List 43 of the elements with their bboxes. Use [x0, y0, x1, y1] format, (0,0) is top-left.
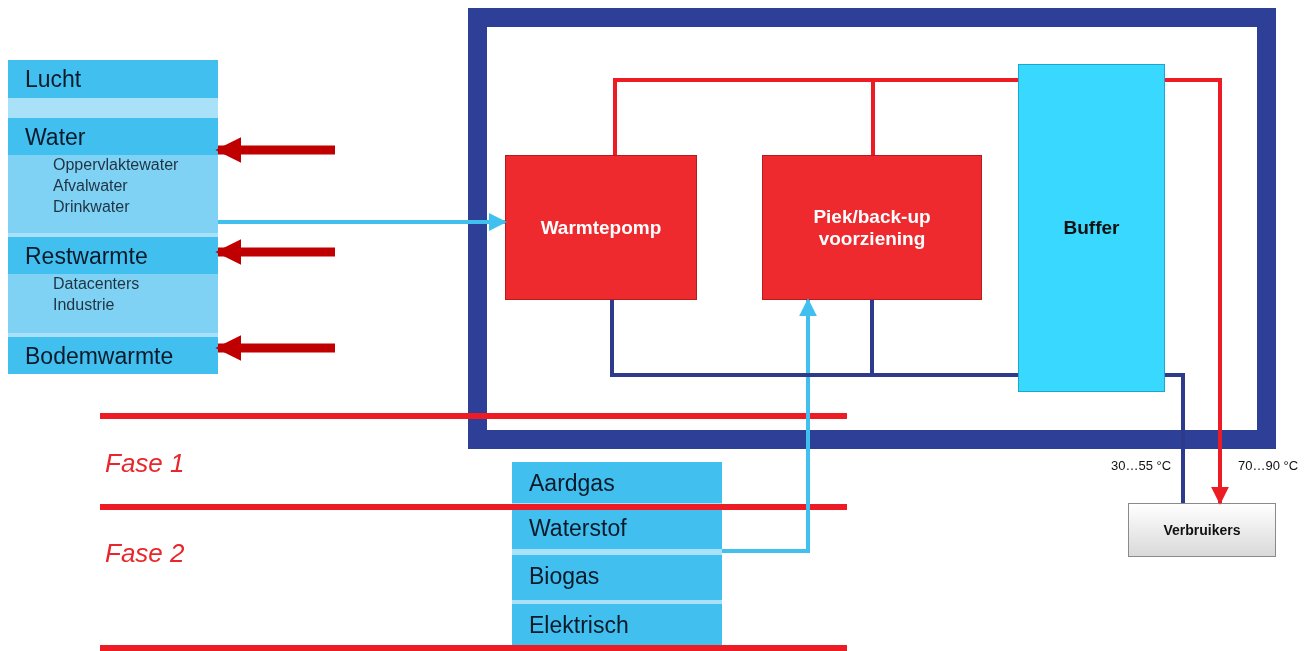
- band-title: Waterstof: [529, 515, 627, 542]
- pipe-line: [1165, 373, 1185, 503]
- fuel-band: [512, 555, 722, 600]
- band-title: Biogas: [529, 563, 600, 590]
- box-label: Buffer: [1062, 217, 1121, 239]
- band-title: Elektrisch: [529, 612, 629, 639]
- band-title: Restwarmte: [25, 243, 148, 270]
- phase-label: Fase 2: [105, 538, 185, 569]
- temperature-label: 30…55 °C: [1111, 458, 1172, 473]
- process-box: [505, 155, 697, 300]
- band-title: Bodemwarmte: [25, 343, 174, 370]
- band-title: Aardgas: [529, 470, 615, 497]
- consumer-box: [1128, 503, 1276, 557]
- box-label: Warmtepomp: [539, 216, 663, 239]
- arrow: [215, 137, 335, 163]
- arrow: [722, 298, 817, 553]
- box-label: Verbruikers: [1162, 522, 1242, 538]
- system-frame: [468, 8, 1276, 449]
- band-title: Lucht: [25, 66, 82, 93]
- fuel-band: [512, 507, 722, 549]
- source-band: [8, 337, 218, 374]
- process-box: [762, 155, 982, 300]
- box-label: Piek/back-up voorziening: [812, 205, 932, 250]
- buffer-tank: [1018, 64, 1165, 392]
- fuel-band: [512, 604, 722, 645]
- pipe-line: [871, 78, 1018, 155]
- arrow: [218, 213, 507, 231]
- band-subitem: Datacenters: [53, 275, 140, 293]
- arrow: [1165, 78, 1229, 505]
- arrow: [215, 335, 335, 361]
- arrow: [215, 239, 335, 265]
- source-band: [8, 118, 218, 233]
- band-subitem: Drinkwater: [53, 198, 130, 216]
- band-subitem: Oppervlaktewater: [53, 156, 179, 174]
- band-subitem: Afvalwater: [53, 177, 128, 195]
- pipe-line: [870, 300, 1018, 377]
- temperature-label: 70…90 °C: [1238, 458, 1299, 473]
- source-band: [8, 237, 218, 333]
- phase-label: Fase 1: [105, 448, 185, 479]
- band-title: Water: [25, 124, 86, 151]
- fuel-band: [512, 462, 722, 503]
- band-subitem: Industrie: [53, 296, 115, 314]
- source-band: [8, 60, 218, 98]
